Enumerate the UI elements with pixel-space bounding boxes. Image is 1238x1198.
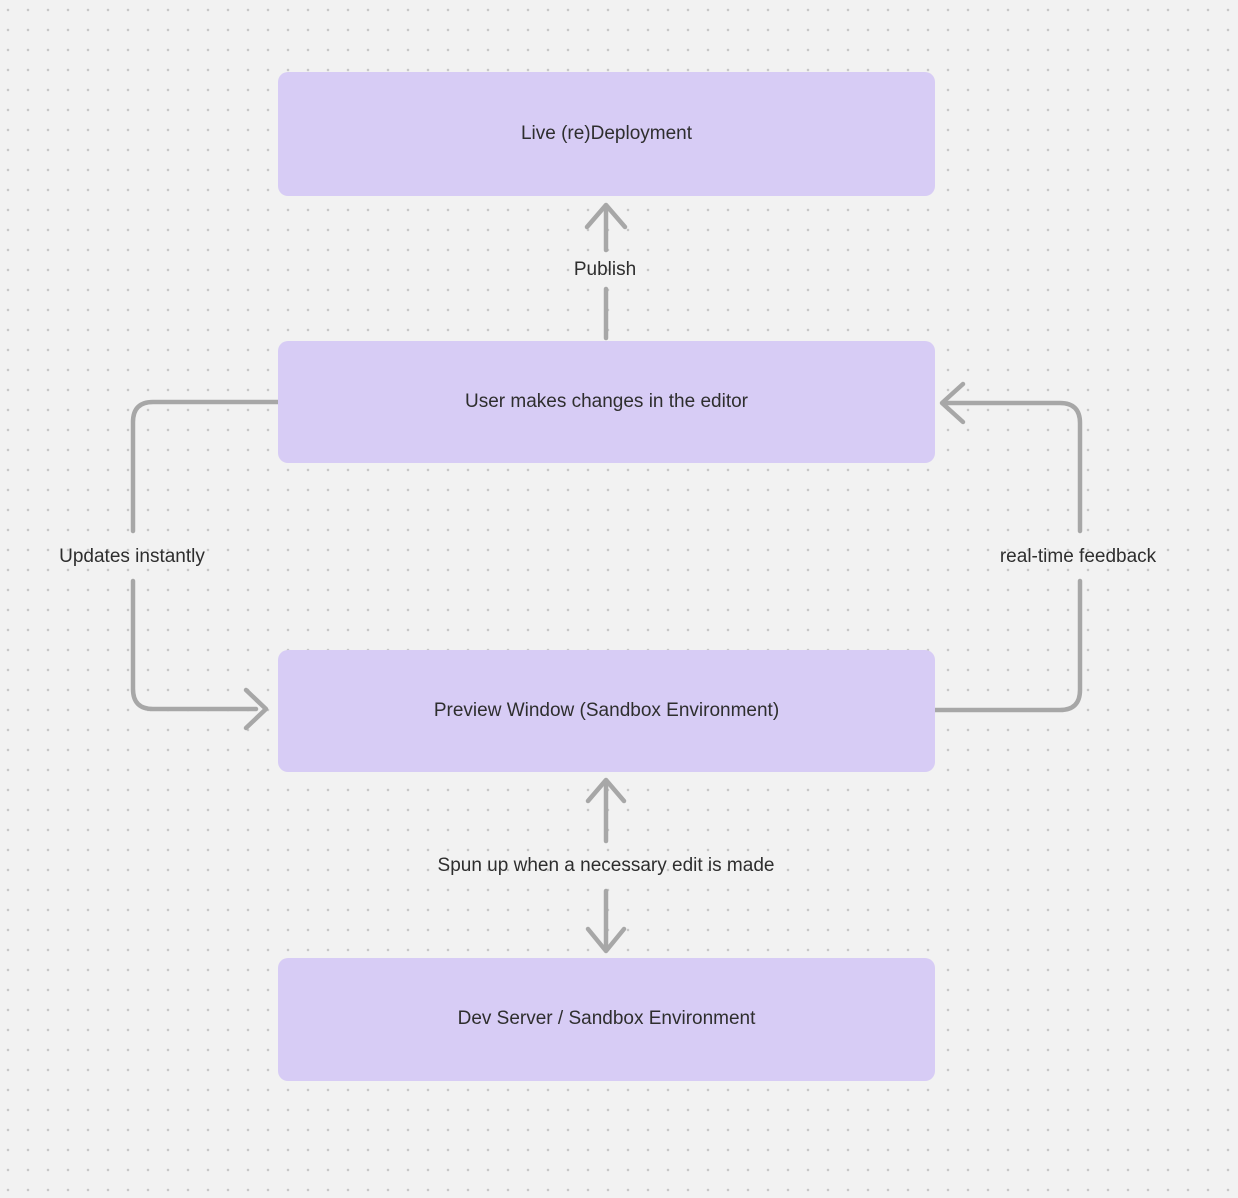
node-live-redeployment[interactable]: Live (re)Deployment (278, 72, 935, 196)
node-label: Preview Window (Sandbox Environment) (433, 699, 780, 721)
arrowhead-down-icon (585, 926, 627, 954)
node-dev-server[interactable]: Dev Server / Sandbox Environment (278, 958, 935, 1081)
edge-label-real-time-feedback: real-time feedback (999, 546, 1157, 567)
node-label: User makes changes in the editor (464, 390, 749, 412)
edge-label-spun-up: Spun up when a necessary edit is made (437, 855, 775, 876)
node-user-editor[interactable]: User makes changes in the editor (278, 341, 935, 463)
arrowhead-left-icon (939, 381, 966, 425)
arrowhead-up-icon (584, 202, 628, 230)
arrowhead-right-icon (243, 687, 269, 731)
edge-label-updates-instantly: Updates instantly (59, 546, 205, 567)
edge-label-publish: Publish (573, 259, 637, 280)
node-label: Dev Server / Sandbox Environment (457, 1008, 756, 1030)
arrowhead-up-icon (585, 777, 627, 804)
node-preview-window[interactable]: Preview Window (Sandbox Environment) (278, 650, 935, 772)
node-label: Live (re)Deployment (520, 122, 693, 144)
